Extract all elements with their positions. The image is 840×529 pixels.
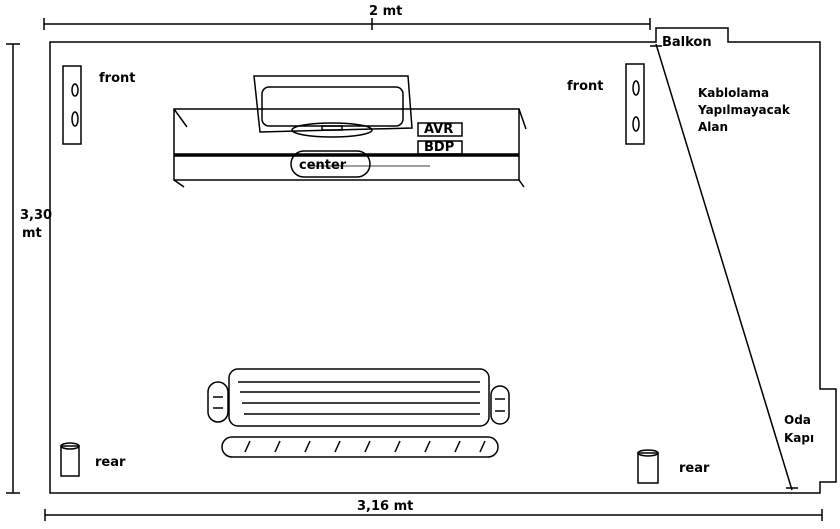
avr-label: AVR: [424, 122, 454, 137]
bdp-box: [417, 140, 463, 155]
front-right-speaker: [625, 63, 645, 145]
rear-left-speaker: [60, 442, 80, 477]
height-dimension-value: 3,30: [20, 208, 53, 223]
center-speaker: [290, 150, 371, 178]
top-dimension-label: 2 mt: [369, 4, 403, 19]
avr-box: [417, 122, 463, 137]
front-left-speaker: [62, 65, 82, 145]
rear-right-speaker: [637, 449, 659, 484]
tv-cabinet: [173, 108, 527, 188]
no-cabling-boundary: [650, 43, 798, 491]
front-left-label: front: [99, 71, 136, 86]
door-label-line2: Kapı: [784, 431, 815, 445]
no-cabling-label-line2: Yapılmayacak: [698, 103, 790, 117]
front-right-label: front: [567, 79, 604, 94]
bdp-label: BDP: [424, 140, 455, 155]
height-dimension-unit: mt: [22, 226, 42, 241]
rear-left-label: rear: [95, 455, 126, 470]
bottom-dimension-line: [44, 509, 823, 521]
center-speaker-label: center: [299, 158, 347, 173]
rear-right-label: rear: [679, 461, 710, 476]
door-label-line1: Oda: [784, 413, 811, 427]
tv: [253, 75, 413, 138]
no-cabling-label-line3: Alan: [698, 120, 729, 134]
bottom-dimension-label: 3,16 mt: [357, 499, 414, 514]
sofa: [207, 368, 510, 427]
no-cabling-label-line1: Kablolama: [698, 86, 770, 100]
balcony-label: Balkon: [662, 35, 712, 50]
footrest: [221, 436, 499, 458]
room-outline: [49, 27, 837, 494]
left-dimension-line: [6, 43, 20, 494]
top-dimension-line: [43, 18, 651, 30]
